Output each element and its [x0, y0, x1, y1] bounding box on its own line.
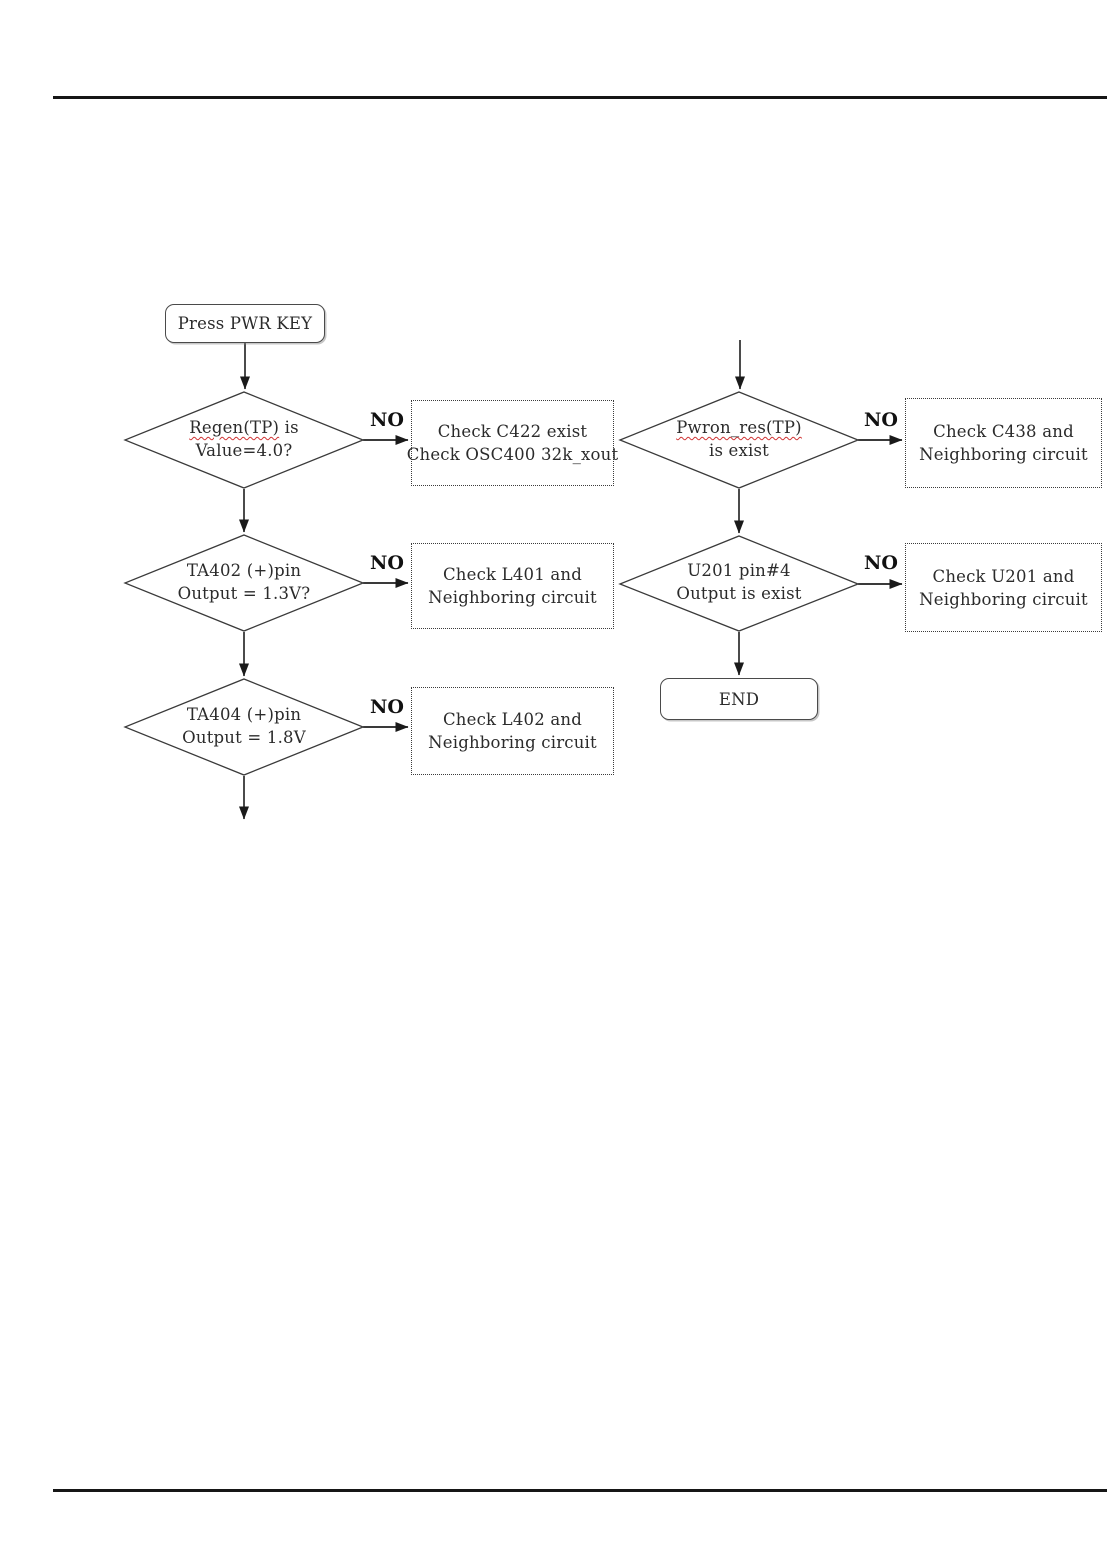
decision-line1-rest: is	[279, 418, 299, 437]
decision-pwron-line1: Pwron_res(TP)	[676, 416, 802, 439]
action-check-l402: Check L402 and Neighboring circuit	[411, 687, 614, 775]
action-line2: Check OSC400 32k_xout	[406, 445, 619, 464]
decision-ta404-line1: TA404 (+)pin	[186, 705, 302, 724]
decision-diamond-u201	[618, 535, 860, 632]
action-line1: Check L401 and	[442, 565, 583, 584]
decision-pwron-res: Pwron_res(TP) is exist	[629, 416, 849, 462]
action-check-c438: Check C438 and Neighboring circuit	[905, 398, 1102, 488]
action-line2: Neighboring circuit	[919, 445, 1088, 464]
decision-diamond-regen	[123, 391, 365, 489]
bottom-rule	[53, 1489, 1107, 1492]
action-line1: Check L402 and	[442, 710, 583, 729]
decision-u201-line2: Output is exist	[676, 584, 802, 603]
action-line2: Neighboring circuit	[428, 588, 597, 607]
decision-ta402-line1: TA402 (+)pin	[186, 561, 302, 580]
end-node-label: END	[718, 689, 760, 709]
decision-u201-line1: U201 pin#4	[687, 561, 791, 580]
decision-u201-pin4: U201 pin#4 Output is exist	[629, 559, 849, 605]
decision-ta402: TA402 (+)pin Output = 1.3V?	[134, 559, 354, 605]
action-check-c422: Check C422 exist Check OSC400 32k_xout	[407, 400, 618, 486]
decision-diamond-pwron-res	[618, 391, 860, 489]
action-line1: Check C422 exist	[437, 422, 588, 441]
start-node: Press PWR KEY	[165, 304, 325, 343]
misspelled-word: Pwron_res(TP)	[676, 418, 802, 437]
action-line1: Check C438 and	[933, 422, 1074, 441]
action-line2: Neighboring circuit	[428, 733, 597, 752]
no-branch-label: NO	[370, 409, 404, 431]
action-line1: Check U201 and	[932, 566, 1075, 586]
decision-diamond-ta402	[123, 534, 365, 632]
action-check-u201: Check U201 and Neighboring circuit	[905, 543, 1102, 632]
decision-ta404: TA404 (+)pin Output = 1.8V	[134, 703, 354, 749]
decision-regen-line2: Value=4.0?	[195, 441, 293, 460]
decision-ta404-line2: Output = 1.8V	[182, 728, 306, 747]
action-check-l401: Check L401 and Neighboring circuit	[411, 543, 614, 629]
end-node: END	[660, 678, 818, 720]
start-node-label: Press PWR KEY	[177, 314, 313, 333]
top-rule	[53, 96, 1107, 99]
misspelled-word: Regen(TP)	[189, 418, 280, 437]
decision-regen-line1: Regen(TP) is	[189, 416, 299, 439]
no-branch-label: NO	[864, 552, 898, 574]
no-branch-label: NO	[370, 696, 404, 718]
no-branch-label: NO	[370, 552, 404, 574]
action-line2: Neighboring circuit	[919, 589, 1088, 609]
decision-diamond-ta404	[123, 678, 365, 776]
no-branch-label: NO	[864, 409, 898, 431]
decision-ta402-line2: Output = 1.3V?	[177, 584, 311, 603]
decision-pwron-line2: is exist	[708, 441, 770, 460]
decision-regen-tp: Regen(TP) is Value=4.0?	[134, 416, 354, 462]
